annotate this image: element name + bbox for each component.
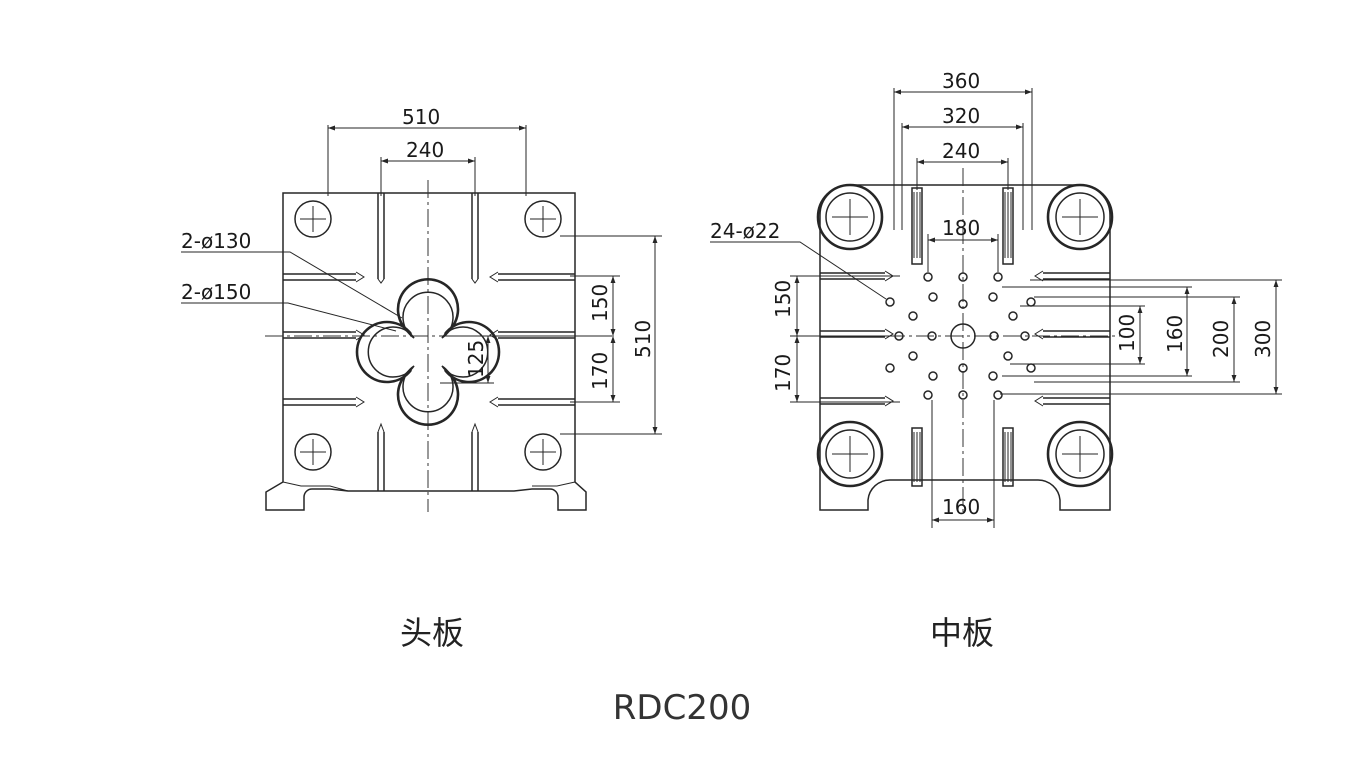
- model-label: RDC200: [612, 688, 752, 728]
- label-hole-150: 2-ø150: [181, 280, 251, 304]
- dim-510-right: 510: [631, 320, 655, 358]
- dim-150-left: 150: [771, 280, 795, 318]
- head-plate-outline: [265, 192, 587, 511]
- horizontal-t-slots: [820, 270, 1110, 407]
- dim-150-right: 150: [588, 284, 612, 322]
- vertical-t-slots: [377, 193, 479, 491]
- tie-bar-holes: [816, 183, 1114, 488]
- vertical-t-slots: [911, 187, 1014, 487]
- horizontal-t-slots: [283, 271, 575, 408]
- dim-160-right: 160: [1163, 315, 1187, 353]
- dim-125: 125: [464, 340, 488, 378]
- dim-170-left: 170: [771, 354, 795, 392]
- dim-200: 200: [1209, 320, 1233, 358]
- dim-160-bottom: 160: [942, 495, 980, 519]
- ejector-holes: [885, 272, 1036, 400]
- dim-320: 320: [942, 104, 980, 128]
- dim-510-top: 510: [402, 105, 440, 129]
- label-hole-130: 2-ø130: [181, 229, 251, 253]
- head-plate-drawing: 510 240 2-ø130 2-ø150 150 170 510 125: [181, 105, 662, 512]
- middle-plate-drawing: 360 320 240 180 24-ø22 150 170 100 160 2…: [710, 69, 1282, 528]
- dim-360: 360: [942, 69, 980, 93]
- middle-plate-caption: 中板: [930, 614, 995, 652]
- dim-300: 300: [1251, 320, 1275, 358]
- label-holes-24: 24-ø22: [710, 219, 780, 243]
- dim-170-right: 170: [588, 352, 612, 390]
- tie-bar-holes: [294, 200, 562, 471]
- dim-240: 240: [942, 139, 980, 163]
- dim-180: 180: [942, 216, 980, 240]
- dim-100: 100: [1115, 314, 1139, 352]
- head-plate-caption: 头板: [400, 614, 465, 652]
- dim-240-top: 240: [406, 138, 444, 162]
